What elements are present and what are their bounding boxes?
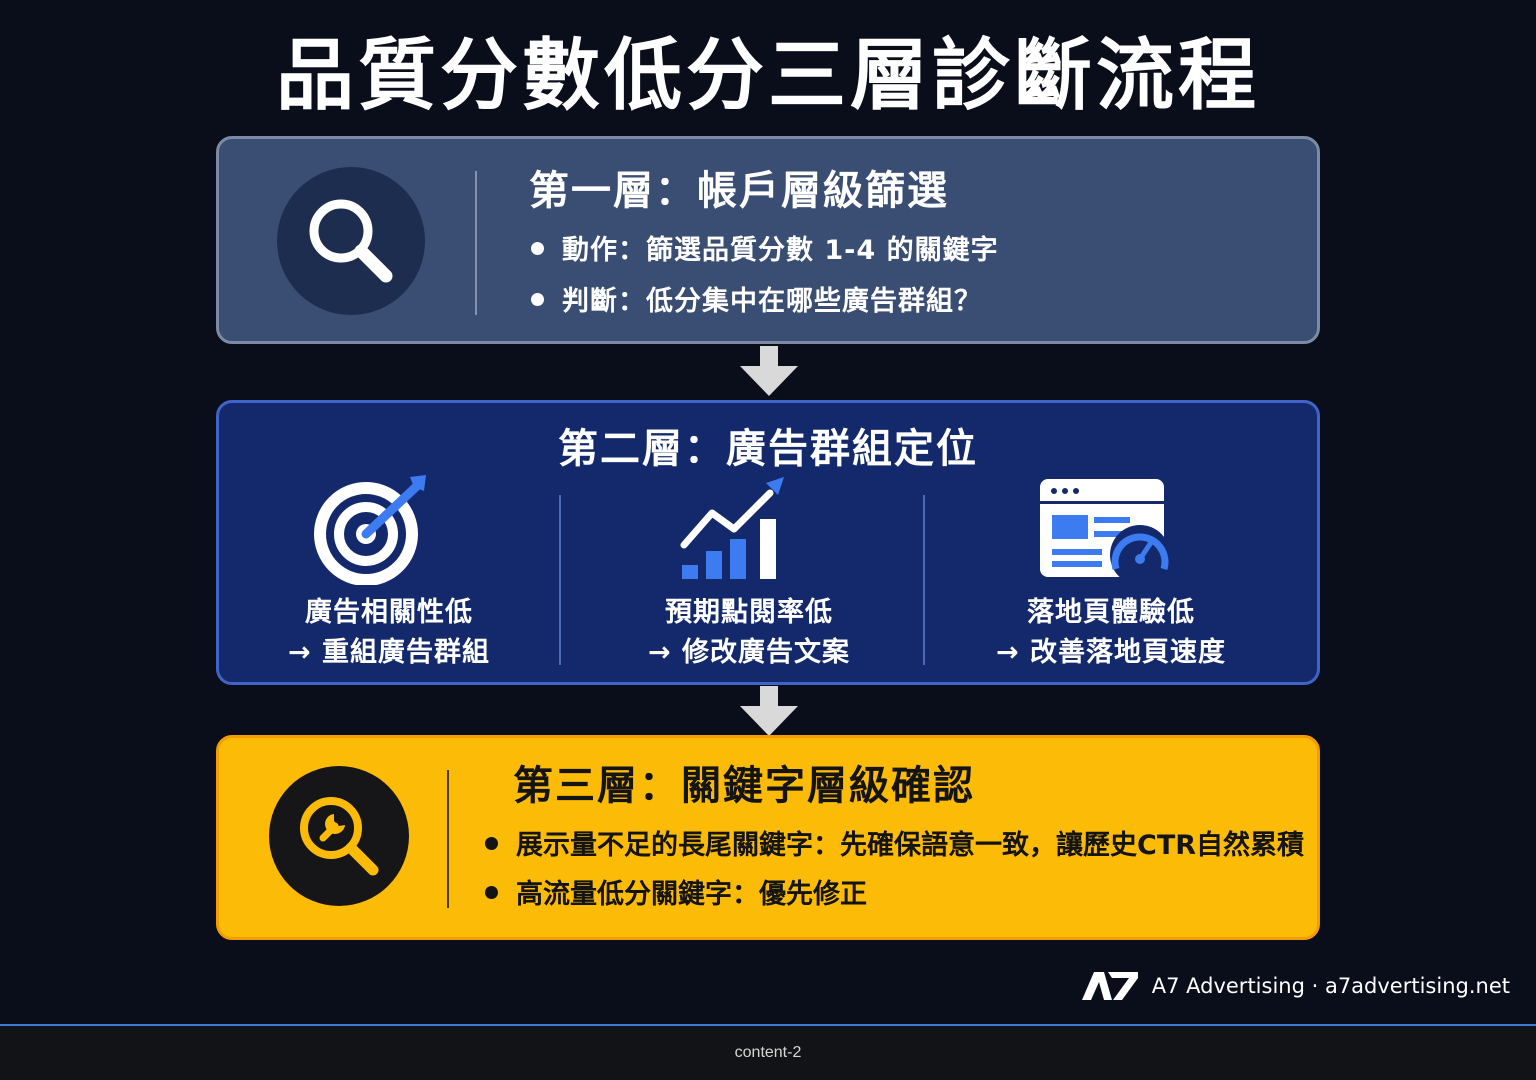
divider	[559, 495, 561, 665]
layer3-bullet: 高流量低分關鍵字：優先修正	[485, 877, 867, 913]
layer3-bullet-text: 展示量不足的長尾關鍵字：先確保語意一致，讓歷史CTR自然累積	[516, 830, 1305, 861]
bullet-dot	[531, 293, 544, 306]
cause-action: → 重組廣告群組	[287, 637, 491, 668]
bottom-bar	[0, 1024, 1536, 1080]
wrench-search-icon	[269, 766, 409, 906]
cause-column: 落地頁體驗低 → 改善落地頁速度	[941, 473, 1281, 673]
cause-text: 預期點閱率低 → 修改廣告文案	[579, 593, 919, 673]
layer3-heading: 第三層：關鍵字層級確認	[513, 763, 975, 809]
cause-column: 廣告相關性低 → 重組廣告群組	[219, 473, 559, 673]
webpage-speed-icon	[1040, 479, 1170, 585]
bullet-dot	[485, 837, 498, 850]
cause-action: → 修改廣告文案	[647, 637, 851, 668]
cause-label: 預期點閱率低	[665, 597, 833, 628]
down-arrow-icon	[740, 686, 798, 736]
bullet-dot	[485, 886, 498, 899]
cause-label: 廣告相關性低	[305, 597, 473, 628]
layer2-heading: 第二層：廣告群組定位	[558, 426, 978, 472]
down-arrow-icon	[740, 346, 798, 396]
growth-chart-icon	[680, 477, 784, 579]
layer1-card: 第一層：帳戶層級篩選 動作：篩選品質分數 1-4 的關鍵字 判斷：低分集中在哪些…	[216, 136, 1320, 344]
footer-brand-text: A7 Advertising · a7advertising.net	[1151, 974, 1510, 998]
caption: content-2	[734, 1044, 802, 1061]
divider	[923, 495, 925, 665]
layer3-card: 第三層：關鍵字層級確認 展示量不足的長尾關鍵字：先確保語意一致，讓歷史CTR自然…	[216, 735, 1320, 940]
layer1-heading: 第一層：帳戶層級篩選	[529, 168, 949, 214]
layer2-card: 第二層：廣告群組定位 廣告相關性低 → 重組廣告群組 預期點閱率低 → 修改廣告…	[216, 400, 1320, 685]
cause-column: 預期點閱率低 → 修改廣告文案	[579, 473, 919, 673]
page-title: 品質分數低分三層診斷流程	[275, 31, 1260, 121]
layer1-bullet: 動作：篩選品質分數 1-4 的關鍵字	[531, 233, 999, 269]
divider	[447, 770, 449, 908]
cause-action: → 改善落地頁速度	[995, 637, 1227, 668]
cause-label: 落地頁體驗低	[1027, 597, 1195, 628]
footer-brand: A7 Advertising · a7advertising.net	[1081, 970, 1510, 1002]
layer1-bullet-text: 動作：篩選品質分數 1-4 的關鍵字	[562, 235, 999, 266]
layer3-bullet-text: 高流量低分關鍵字：優先修正	[516, 879, 867, 910]
search-icon	[277, 167, 425, 315]
layer1-bullet: 判斷：低分集中在哪些廣告群組？	[531, 284, 982, 320]
target-icon	[314, 475, 426, 585]
divider	[475, 171, 477, 315]
a7-logo	[1081, 972, 1138, 1000]
layer3-bullet: 展示量不足的長尾關鍵字：先確保語意一致，讓歷史CTR自然累積	[485, 828, 1304, 864]
layer1-bullet-text: 判斷：低分集中在哪些廣告群組？	[562, 286, 982, 317]
bullet-dot	[531, 242, 544, 255]
cause-text: 廣告相關性低 → 重組廣告群組	[219, 593, 559, 673]
cause-text: 落地頁體驗低 → 改善落地頁速度	[941, 593, 1281, 673]
